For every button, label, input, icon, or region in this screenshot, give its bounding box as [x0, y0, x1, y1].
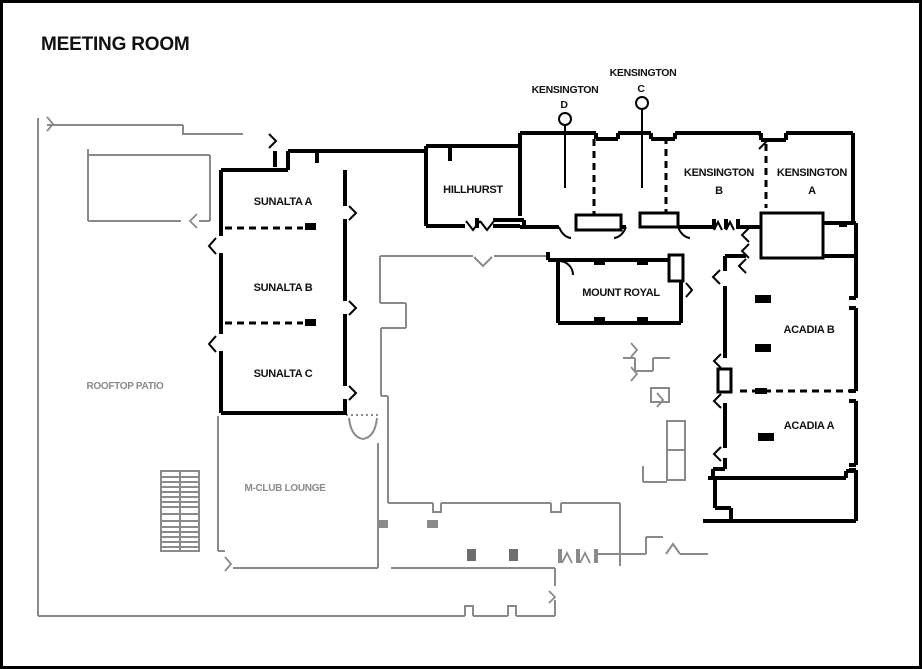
- mount-royal-walls: [546, 252, 683, 325]
- room-label-sunalta-b: SUNALTA B: [254, 282, 313, 294]
- acadia-door-leaf: [716, 367, 733, 394]
- svg-text:KENSINGTON: KENSINGTON: [777, 167, 847, 179]
- room-label-kensington-a: KENSINGTON A: [777, 167, 848, 197]
- m-club-lounge-walls: [217, 416, 379, 569]
- svg-text:C: C: [637, 83, 645, 95]
- vestibule-kensington-d: [574, 213, 623, 232]
- patio-outline: [37, 118, 556, 617]
- svg-text:B: B: [715, 185, 723, 197]
- staircase: [160, 470, 200, 552]
- door-marks-and-leaders: [207, 96, 768, 462]
- page-title: MEETING ROOM: [41, 34, 190, 55]
- wall-features: [574, 211, 825, 394]
- room-label-kensington-c: KENSINGTON C: [610, 67, 677, 95]
- hillhurst-walls: [424, 133, 526, 228]
- dashed-partitions: [225, 137, 851, 393]
- kensington-walls: [520, 131, 858, 478]
- svg-text:KENSINGTON: KENSINGTON: [684, 167, 754, 179]
- black-door-marks: [207, 133, 768, 462]
- room-label-hillhurst: HILLHURST: [443, 184, 503, 196]
- svg-text:D: D: [560, 99, 568, 111]
- floor-plan-drawing: MEETING ROOM SUNALTA A SUNALTA B SUNALTA…: [37, 34, 858, 617]
- svg-text:KENSINGTON: KENSINGTON: [532, 84, 599, 96]
- foyer-kensington-a: [759, 211, 825, 260]
- kensington-c-leader-dot: [635, 96, 649, 110]
- dark-columns: [467, 549, 518, 561]
- room-label-mount-royal: MOUNT ROYAL: [582, 287, 660, 299]
- courtyard-walls: [379, 255, 708, 569]
- gray-columns: [377, 520, 598, 563]
- service-block-small: [650, 387, 670, 403]
- kensington-d-leader-dot: [558, 112, 572, 126]
- vestibule-kensington-c: [638, 211, 680, 229]
- gray-door-marks: [46, 116, 665, 604]
- sunalta-walls: [219, 149, 426, 415]
- room-label-acadia-b: ACADIA B: [784, 324, 835, 336]
- svg-text:A: A: [808, 185, 816, 197]
- room-label-kensington-b: KENSINGTON B: [684, 167, 755, 197]
- room-label-sunalta-c: SUNALTA C: [254, 368, 313, 380]
- room-label-acadia-a: ACADIA A: [784, 420, 835, 432]
- room-label-sunalta-a: SUNALTA A: [254, 196, 313, 208]
- meeting-room-walls: [219, 131, 858, 523]
- room-label-m-club-lounge: M-CLUB LOUNGE: [244, 483, 326, 494]
- mount-royal-recess: [667, 253, 685, 283]
- secondary-structure: [37, 116, 708, 617]
- room-label-rooftop-patio: ROOFTOP PATIO: [86, 381, 164, 392]
- black-posts: [305, 218, 847, 441]
- room-label-kensington-d: KENSINGTON D: [532, 84, 599, 111]
- svg-text:KENSINGTON: KENSINGTON: [610, 67, 677, 79]
